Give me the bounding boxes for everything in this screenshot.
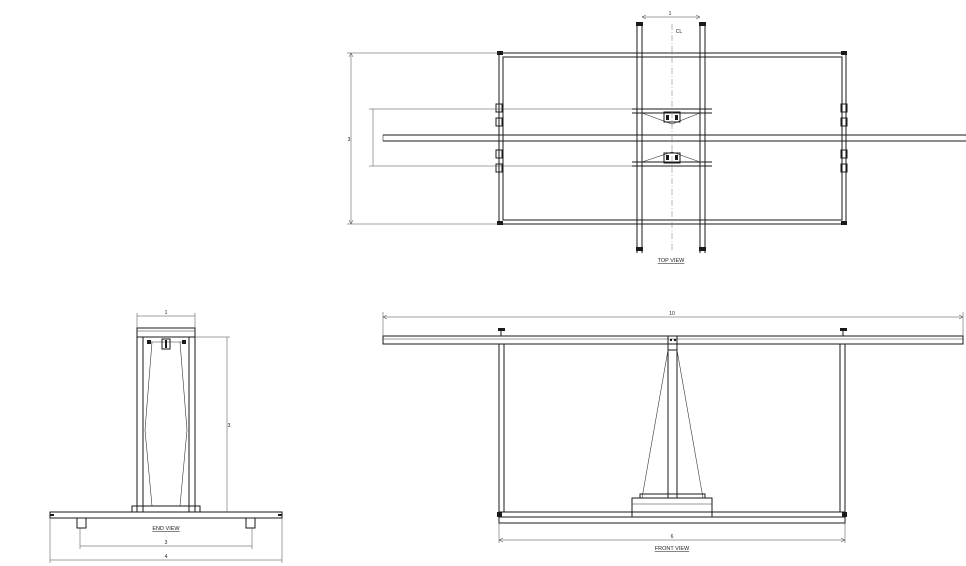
end-view-overall-dim: 4 <box>165 554 168 560</box>
end-view-top-dim: 1 <box>165 310 168 316</box>
top-view: 1 CL 3 TOP VIEW <box>347 11 966 264</box>
front-view-overall-dim: 10 <box>669 311 675 317</box>
front-view-base-dim: 6 <box>671 534 674 540</box>
top-view-center-mark: CL <box>676 29 683 35</box>
front-view: 10 6 FRONT VIEW <box>382 311 964 552</box>
end-view-height-dim: 3 <box>228 423 231 429</box>
top-view-label: TOP VIEW <box>658 258 686 264</box>
front-view-label: FRONT VIEW <box>655 546 690 552</box>
top-view-height-dim: 3 <box>348 137 351 143</box>
end-view: 1 3 3 4 END VIEW <box>49 310 283 563</box>
top-view-width-dim: 1 <box>669 11 672 17</box>
end-view-label: END VIEW <box>152 526 180 532</box>
end-view-inner-dim: 3 <box>165 540 168 546</box>
